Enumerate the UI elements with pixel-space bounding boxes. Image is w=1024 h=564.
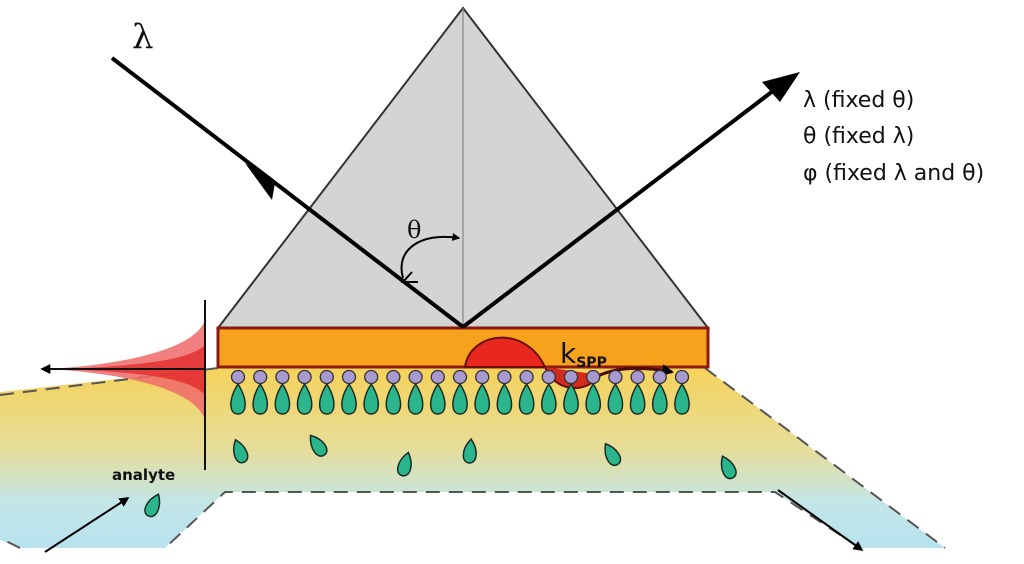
outflow-arrow (777, 489, 864, 551)
reflected-ray (461, 76, 792, 329)
receptor-body (674, 382, 690, 415)
receptor-body (341, 382, 357, 415)
gold-film (216, 326, 710, 369)
receptor-body (407, 382, 424, 415)
receptor-body (563, 382, 579, 415)
incident-wavelength-label: λ (132, 17, 154, 57)
angle-label: θ (407, 216, 421, 244)
receptor-body (518, 382, 535, 415)
receptor-head (452, 369, 468, 385)
receptor-head (563, 369, 579, 385)
receptor-head (253, 369, 268, 385)
kspp-subscript: SPP (576, 355, 607, 371)
readout-line-1: λ (fixed θ) (803, 88, 914, 113)
receptor-body (585, 382, 602, 415)
receptor-head (408, 369, 423, 385)
analyte-molecule (144, 493, 161, 518)
analyte-molecule (309, 434, 328, 457)
analyte-molecule (396, 451, 412, 477)
receptor-body (540, 382, 557, 415)
incident-ray-arrowhead (245, 163, 275, 200)
receptor-body (230, 382, 246, 415)
analyte-molecule (720, 455, 737, 480)
receptor-body (474, 382, 491, 415)
surface-plasmon-wave (463, 336, 547, 368)
receptor-layer (230, 369, 690, 415)
receptor-head (386, 369, 401, 385)
kspp-label: kSPP (560, 337, 607, 371)
receptor-body (607, 382, 624, 415)
angle-arc-tail (400, 271, 418, 283)
analyte-molecule (604, 442, 622, 467)
receptor-body (318, 382, 335, 415)
inflow-arrow (44, 497, 130, 553)
receptor-head (652, 369, 667, 385)
reflected-ray-arrowhead (762, 72, 800, 102)
receptor-body (274, 382, 291, 415)
receptor-body (252, 382, 269, 415)
receptor-body (429, 382, 446, 415)
receptor-head (230, 369, 246, 385)
receptor-head (275, 369, 290, 385)
receptor-body (496, 382, 513, 415)
receptor-head (497, 369, 512, 385)
receptor-head (319, 369, 334, 385)
receptor-body (452, 382, 468, 415)
receptor-body (363, 382, 380, 415)
receptor-head (586, 369, 601, 385)
receptor-head (475, 369, 490, 385)
receptor-head (674, 369, 690, 385)
receptor-head (608, 369, 623, 385)
receptor-body (629, 382, 646, 415)
channel-wall-top (0, 367, 219, 396)
kspp-main: k (560, 337, 577, 370)
angle-arc (400, 233, 461, 279)
channel-wall-inner (164, 491, 861, 549)
analyte-molecules (144, 434, 737, 518)
analyte-molecule (233, 438, 249, 464)
receptor-head (341, 369, 357, 385)
readout-line-3: φ (fixed λ and θ) (803, 161, 984, 186)
receptor-head (630, 369, 645, 385)
receptor-body (296, 382, 313, 415)
readout-line-2: θ (fixed λ) (803, 124, 914, 149)
receptor-head (430, 369, 445, 385)
channel-wall-bottom-left (0, 537, 21, 549)
receptor-head (364, 369, 379, 385)
receptor-head (519, 369, 534, 385)
kspp-arrow (597, 364, 674, 378)
receptor-head (297, 369, 312, 385)
receptor-body (385, 382, 402, 415)
receptor-body (651, 382, 668, 415)
channel-wall-right (704, 367, 946, 549)
analyte-label: analyte (112, 466, 175, 484)
analyte-molecule (462, 437, 477, 464)
receptor-head (541, 369, 556, 385)
